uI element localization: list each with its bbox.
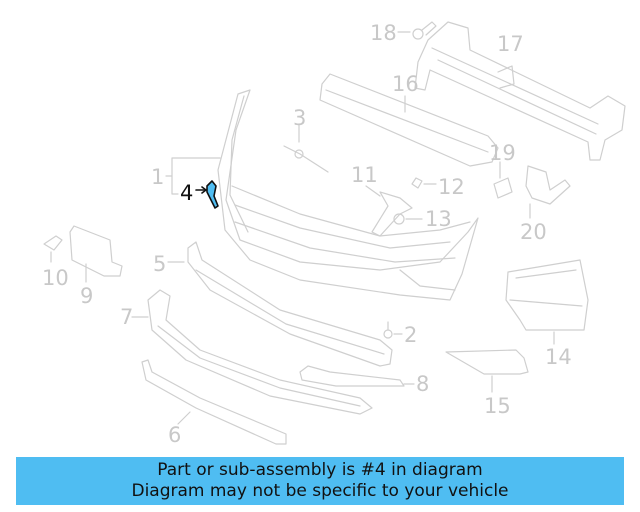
callout-2[interactable]: 2	[404, 323, 418, 347]
part-5-grille	[167, 241, 393, 367]
callout-20[interactable]: 20	[520, 220, 547, 244]
part-4-highlighted	[195, 180, 219, 209]
callout-12[interactable]: 12	[438, 175, 465, 199]
callout-8[interactable]: 8	[416, 372, 430, 396]
parts-diagram: 1 2 3 4 5 6 7 8 9 10 11 12 13 14 15 16 1…	[42, 21, 626, 447]
part-17-reinforcement-bar	[414, 21, 626, 161]
callout-16[interactable]: 16	[392, 72, 419, 96]
part-15-reflector	[445, 349, 529, 393]
banner-disclaimer: Diagram may not be specific to your vehi…	[131, 481, 509, 501]
callout-5[interactable]: 5	[153, 252, 167, 276]
callout-3[interactable]: 3	[293, 106, 307, 130]
part-2-bolt	[383, 321, 403, 339]
part-6-trim-strip	[141, 359, 287, 445]
banner-part-info: Part or sub-assembly is #4 in diagram	[157, 460, 483, 480]
leader-part-1-top	[165, 157, 221, 177]
callout-18[interactable]: 18	[370, 21, 397, 45]
callout-19[interactable]: 19	[489, 141, 516, 165]
part-11-bracket	[365, 185, 413, 237]
callout-4[interactable]: 4	[180, 181, 194, 205]
callout-7[interactable]: 7	[120, 305, 134, 329]
diagram-drawing	[43, 21, 626, 445]
callout-15[interactable]: 15	[484, 394, 511, 418]
callout-13[interactable]: 13	[425, 207, 452, 231]
part-19-clip	[493, 161, 513, 199]
part-9-license-bracket	[69, 225, 123, 283]
part-12-clip	[411, 177, 437, 189]
leader-part-1-bottom	[171, 175, 179, 195]
callout-14[interactable]: 14	[545, 345, 572, 369]
part-8-trim	[299, 365, 415, 387]
part-14-side-bracket	[505, 259, 589, 345]
info-banner: Part or sub-assembly is #4 in diagram Di…	[16, 457, 624, 505]
callout-6[interactable]: 6	[168, 423, 182, 447]
part-18-bolt	[397, 21, 437, 40]
callout-1[interactable]: 1	[151, 165, 165, 189]
part-3-pin	[283, 123, 329, 173]
callout-17[interactable]: 17	[497, 32, 524, 56]
part-10-clip	[43, 235, 63, 263]
part-13-nut	[393, 213, 423, 225]
part-16-absorber	[319, 73, 499, 167]
part-20-bracket	[525, 165, 571, 219]
callout-10[interactable]: 10	[42, 266, 69, 290]
callout-11[interactable]: 11	[351, 163, 378, 187]
callout-9[interactable]: 9	[80, 284, 94, 308]
part-7-lower-grille	[131, 289, 373, 415]
